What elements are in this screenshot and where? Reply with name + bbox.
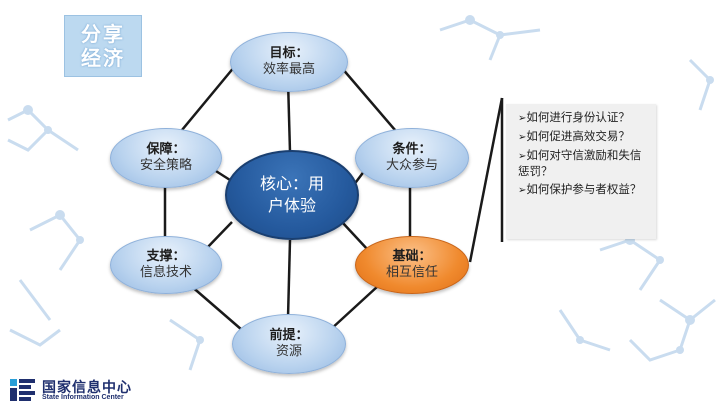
node-support: 支撑： 信息技术 (110, 236, 222, 294)
connector-goal-guarantee (181, 59, 241, 131)
node-support-value: 信息技术 (139, 265, 192, 280)
arrow-bullet-icon: ➢ (518, 151, 527, 162)
node-premise: 前提： 资源 (232, 314, 346, 374)
connector-goal-condition (334, 59, 396, 131)
node-foundation: 基础： 相互信任 (355, 236, 469, 294)
node-core: 核心：用 户体验 (225, 150, 359, 240)
slide-title-box: 分享 经济 (64, 15, 142, 77)
slide-title-line-1: 分享 (81, 22, 125, 46)
node-support-label: 支撑： (146, 249, 186, 264)
node-guarantee-label: 保障： (146, 142, 186, 157)
logo-name-cn: 国家信息中心 (42, 380, 132, 396)
node-premise-label: 前提： (269, 328, 309, 343)
arrow-bullet-icon: ➢ (518, 185, 527, 196)
question-item: ➢如何保护参与者权益？ (518, 182, 642, 196)
connector-premise-support (189, 284, 243, 331)
node-condition-label: 条件： (392, 142, 432, 157)
logo-mark-icon (10, 379, 35, 401)
connector-core-goal (286, 79, 292, 153)
questions-box: ➢如何进行身份认证？ ➢如何促进高效交易？ ➢如何对守信激励和失信惩罚？ ➢如何… (506, 104, 656, 239)
node-guarantee: 保障： 安全策略 (110, 128, 222, 188)
slide-title-line-2: 经济 (81, 46, 125, 70)
node-guarantee-value: 安全策略 (139, 158, 192, 173)
arrow-bullet-icon: ➢ (518, 113, 527, 124)
logo-name-en: State Information Center (42, 394, 124, 401)
connector-foundation-premise (329, 285, 379, 331)
connector-core-premise (286, 239, 292, 319)
node-goal: 目标： 效率最高 (230, 32, 348, 92)
node-core-line-2: 户体验 (267, 196, 316, 215)
node-foundation-label: 基础： (392, 249, 432, 264)
node-goal-label: 目标： (269, 46, 309, 61)
connector-core-foundation (341, 221, 369, 251)
node-condition: 条件： 大众参与 (355, 128, 469, 188)
node-foundation-value: 相互信任 (385, 265, 438, 280)
connector-core-support (204, 221, 233, 251)
question-item: ➢如何对守信激励和失信惩罚？ (518, 148, 642, 178)
node-core-line-1: 核心：用 (259, 174, 324, 193)
state-information-center-logo: 国家信息中心 State Information Center (6, 376, 156, 404)
node-condition-value: 大众参与 (385, 158, 438, 173)
question-item: ➢如何进行身份认证？ (518, 110, 630, 124)
node-premise-value: 资源 (275, 344, 302, 359)
connector-foundation-questions (468, 97, 504, 263)
question-item: ➢如何促进高效交易？ (518, 129, 630, 143)
arrow-bullet-icon: ➢ (518, 132, 527, 143)
node-goal-value: 效率最高 (262, 62, 315, 77)
